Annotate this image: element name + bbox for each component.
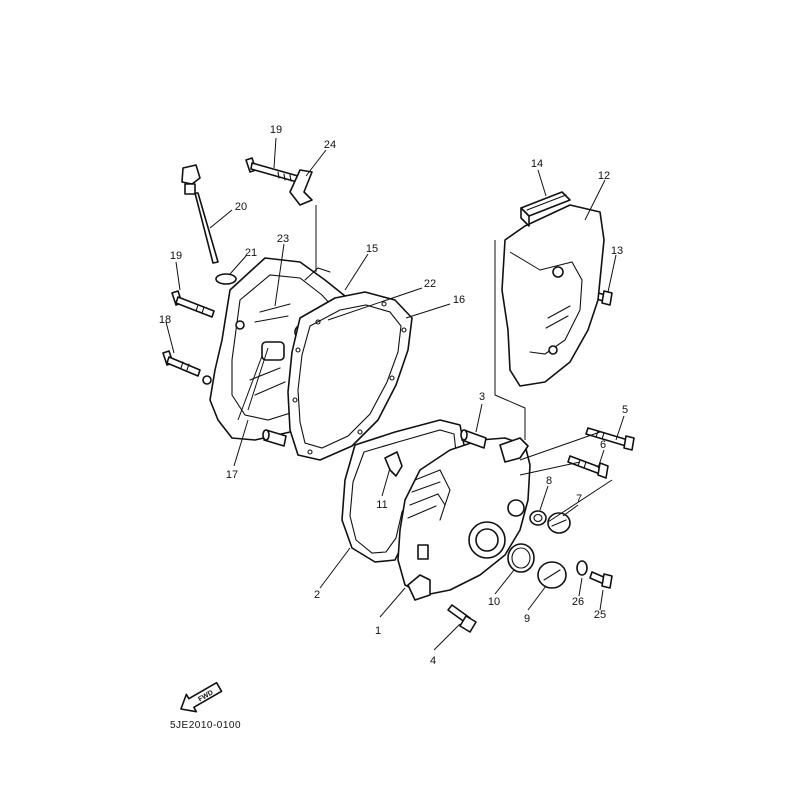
- callout-20: 20: [235, 201, 247, 213]
- callout-21: 21: [245, 247, 257, 259]
- bolt-4: [447, 604, 477, 633]
- callout-13: 13: [611, 245, 623, 257]
- bolt-18: [162, 350, 201, 377]
- callout-9: 9: [524, 613, 530, 625]
- callout-14: 14: [531, 158, 543, 170]
- callout-19-lower: 19: [170, 250, 182, 262]
- washer-26: [576, 560, 588, 576]
- callout-leaders: [165, 137, 625, 651]
- callout-18: 18: [159, 314, 171, 326]
- oil-dipstick-20: [181, 164, 219, 264]
- fwd-arrow-icon: FWD: [180, 681, 223, 713]
- bolt-19-upper: [245, 157, 299, 183]
- clamp-11: [384, 451, 403, 477]
- diagram-code: 5JE2010-0100: [170, 720, 242, 731]
- o-ring-21: [215, 273, 237, 285]
- callout-16: 16: [453, 294, 465, 306]
- dowel-pin-3: [262, 429, 287, 447]
- callout-22: 22: [424, 278, 436, 290]
- callout-12: 12: [598, 170, 610, 182]
- cover-12: [501, 204, 605, 387]
- bracket-24: [289, 169, 313, 206]
- bolt-25: [589, 571, 613, 589]
- callout-4: 4: [430, 655, 436, 667]
- callout-7: 7: [576, 493, 582, 505]
- callout-8: 8: [546, 475, 552, 487]
- o-ring-10: [507, 543, 535, 573]
- callout-labels: 1 2 3 4 5 6 7 8 9 10 11 12 13 14 15 16 1…: [159, 124, 628, 667]
- callout-6: 6: [600, 439, 606, 451]
- callout-23: 23: [277, 233, 289, 245]
- bolt-19-lower: [171, 290, 215, 318]
- callout-15: 15: [366, 243, 378, 255]
- reference-lines: [237, 205, 613, 523]
- callout-19-upper: 19: [270, 124, 282, 136]
- callout-24: 24: [324, 139, 336, 151]
- gasket-16: [287, 291, 413, 461]
- crankcase-cover-outer: [397, 437, 531, 601]
- callout-5: 5: [622, 404, 628, 416]
- callout-3: 3: [479, 391, 485, 403]
- bolt-6: [567, 455, 609, 479]
- damper-14: [520, 191, 571, 227]
- callout-17: 17: [226, 469, 238, 481]
- callout-2: 2: [314, 589, 320, 601]
- callout-1: 1: [375, 625, 381, 637]
- oil-seal-8: [529, 510, 547, 526]
- callout-25: 25: [594, 609, 606, 621]
- bolt-5: [585, 427, 635, 451]
- callout-10: 10: [488, 596, 500, 608]
- plug-7: [547, 512, 571, 534]
- cap-9: [537, 561, 567, 589]
- dowel-pin-3b: [460, 429, 487, 449]
- callout-11: 11: [376, 499, 387, 511]
- callout-26: 26: [572, 596, 584, 608]
